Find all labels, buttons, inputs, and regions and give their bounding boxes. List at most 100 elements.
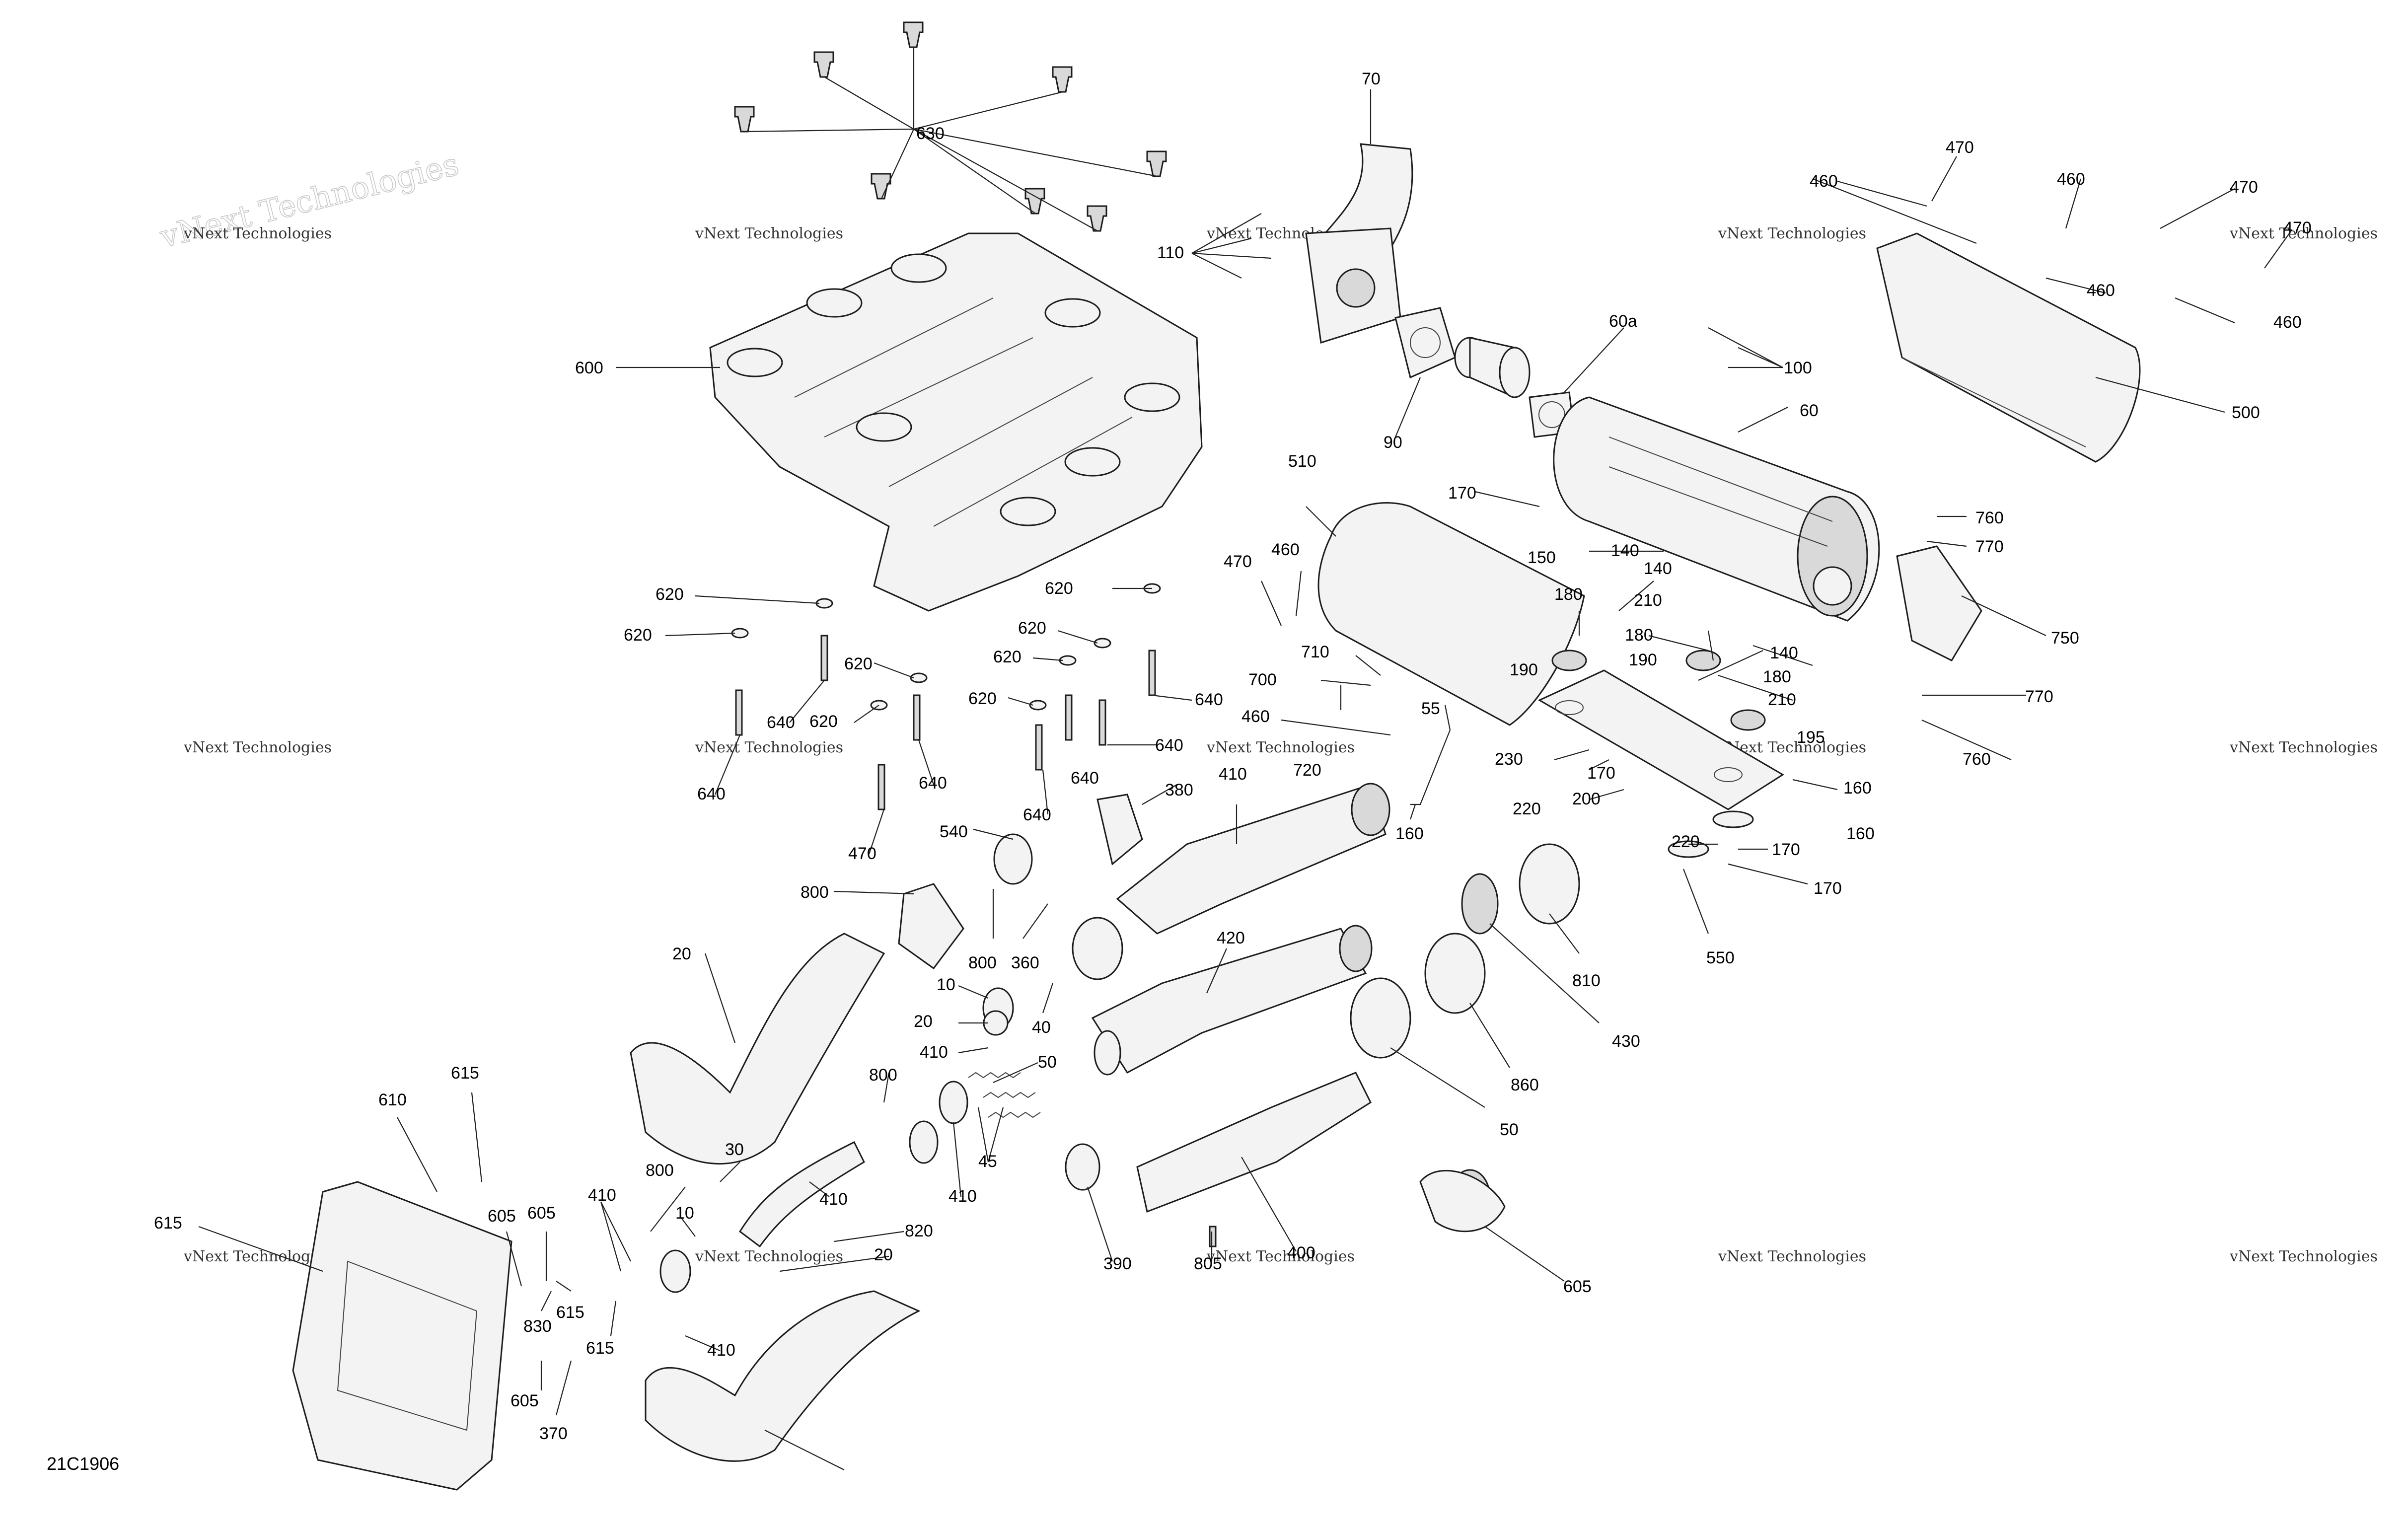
callout-605: 370 bbox=[539, 1424, 568, 1443]
callout-800: 30 bbox=[725, 1140, 744, 1159]
parts-layer bbox=[292, 21, 2141, 1491]
callout-460: 460 bbox=[1271, 540, 1300, 559]
callout-830: 615 bbox=[586, 1339, 614, 1358]
callout-800: 360 bbox=[1011, 953, 1039, 972]
callout-640: 640 bbox=[919, 774, 947, 793]
muffler-bracket bbox=[1537, 669, 1784, 810]
callout-160: 230 bbox=[1495, 750, 1523, 769]
access-panel bbox=[292, 1181, 512, 1491]
callout-640: 640 bbox=[1195, 690, 1223, 709]
callout-410: 410 bbox=[707, 1341, 735, 1360]
heat-shield bbox=[1876, 232, 2141, 463]
callout-10: 800 bbox=[646, 1161, 674, 1180]
callout-605: 615 bbox=[556, 1303, 584, 1322]
callout-50: 50 bbox=[1038, 1053, 1057, 1072]
callout-620: 620 bbox=[809, 712, 838, 731]
watermark-text: vNext Technologies bbox=[2229, 225, 2378, 242]
callout-220: 200 bbox=[1572, 790, 1601, 808]
spring-icon bbox=[968, 1072, 1041, 1118]
bolt-icon bbox=[735, 635, 1217, 1247]
callout-620: 620 bbox=[993, 648, 1022, 666]
callout-460: 460 bbox=[2087, 281, 2115, 300]
callout-380: 410 bbox=[1219, 765, 1247, 784]
watermark-text: vNext Technologies bbox=[183, 1248, 332, 1265]
callout-640: 470 bbox=[848, 844, 876, 863]
mid-pipe bbox=[1091, 925, 1373, 1076]
callout-195: 195 bbox=[1797, 728, 1825, 747]
callout-630: 630 bbox=[916, 124, 945, 143]
muffler bbox=[1553, 396, 1880, 622]
callout-600: 600 bbox=[575, 359, 603, 377]
skid-plate bbox=[709, 232, 1203, 612]
watermark-text: vNext Technologies bbox=[695, 1248, 843, 1265]
callout-190: 190 bbox=[1510, 660, 1538, 679]
callout-400: 805 bbox=[1194, 1254, 1222, 1273]
watermark-text: vNext Technologies bbox=[183, 225, 332, 242]
callout-470: 470 bbox=[2283, 218, 2312, 237]
callout-460: 460 bbox=[2273, 313, 2302, 332]
callout-640: 640 bbox=[1023, 805, 1051, 824]
callout-190: 190 bbox=[1629, 651, 1657, 669]
clamp bbox=[909, 833, 1580, 1191]
watermark-text: vNext Technologies bbox=[1718, 225, 1866, 242]
callout-170: 170 bbox=[1448, 484, 1476, 503]
push-rivet-icon bbox=[734, 21, 1167, 232]
clamp-half bbox=[1419, 1169, 1506, 1233]
callout-160: 160 bbox=[1846, 824, 1875, 843]
callout-160: 220 bbox=[1672, 832, 1700, 851]
watermark-text: vNext Technologies bbox=[1206, 739, 1355, 756]
callout-620: 620 bbox=[968, 689, 997, 708]
callout-500: 500 bbox=[2232, 403, 2260, 422]
callout-620: 620 bbox=[624, 626, 652, 645]
callout-180: 180 bbox=[1763, 667, 1791, 686]
callout-615: 610 bbox=[378, 1090, 407, 1109]
callout-805: 605 bbox=[1563, 1277, 1592, 1296]
watermark-text: vNext Technologies bbox=[2229, 1248, 2378, 1265]
callout-620: 620 bbox=[1045, 579, 1073, 598]
callout-710: 700 bbox=[1248, 670, 1277, 689]
header-shield-lower bbox=[645, 1290, 921, 1462]
callout-620: 620 bbox=[844, 654, 873, 673]
callout-760: 760 bbox=[1963, 750, 1991, 769]
callout-470: 470 bbox=[1224, 552, 1252, 571]
callout-615: 605 bbox=[511, 1391, 539, 1410]
callout-800: 800 bbox=[968, 953, 997, 972]
callout-210: 210 bbox=[1768, 690, 1796, 709]
heat-shield bbox=[1317, 502, 1585, 726]
callout-410: 800 bbox=[869, 1066, 897, 1085]
callout-150: 150 bbox=[1528, 548, 1556, 567]
callout-170: 550 bbox=[1706, 948, 1735, 967]
callout-140: 140 bbox=[1611, 541, 1639, 560]
callout-10: 20 bbox=[914, 1012, 933, 1031]
heat-shield-small bbox=[1896, 545, 1982, 661]
callout-45: 410 bbox=[949, 1187, 977, 1206]
callout-510: 510 bbox=[1288, 452, 1316, 471]
callout-140: 140 bbox=[1644, 559, 1672, 578]
callout-640: 640 bbox=[1071, 769, 1099, 788]
callout-410: 540 bbox=[940, 822, 968, 841]
callout-800: 20 bbox=[874, 1245, 893, 1264]
callout-615: 830 bbox=[523, 1317, 552, 1336]
callout-470: 710 bbox=[1301, 643, 1329, 661]
callout-40: 420 bbox=[1217, 929, 1245, 947]
watermark-text: vNext Technologies bbox=[1718, 1248, 1866, 1265]
elbow-pipe bbox=[1305, 143, 1413, 344]
callout-620: 620 bbox=[656, 585, 684, 604]
callout-180: 180 bbox=[1625, 626, 1653, 645]
callout-360: 20 bbox=[672, 945, 691, 963]
callout-50: 45 bbox=[978, 1152, 997, 1171]
watermark-text: vNext Technologies bbox=[183, 739, 332, 756]
callout-410: 820 bbox=[905, 1222, 933, 1240]
callout-410: 40 bbox=[1032, 1018, 1051, 1037]
callout-180: 180 bbox=[1554, 585, 1583, 604]
callout-810: 430 bbox=[1612, 1032, 1640, 1051]
callout-390: 400 bbox=[1287, 1243, 1315, 1262]
callout-430: 860 bbox=[1511, 1076, 1539, 1094]
callout-410: 390 bbox=[1103, 1254, 1132, 1273]
callout-460: 55 bbox=[1421, 699, 1440, 718]
callout-170: 170 bbox=[1814, 879, 1842, 898]
callout-770: 770 bbox=[1975, 537, 2004, 556]
callout-620: 620 bbox=[1018, 619, 1046, 638]
callout-20: 410 bbox=[588, 1186, 616, 1205]
